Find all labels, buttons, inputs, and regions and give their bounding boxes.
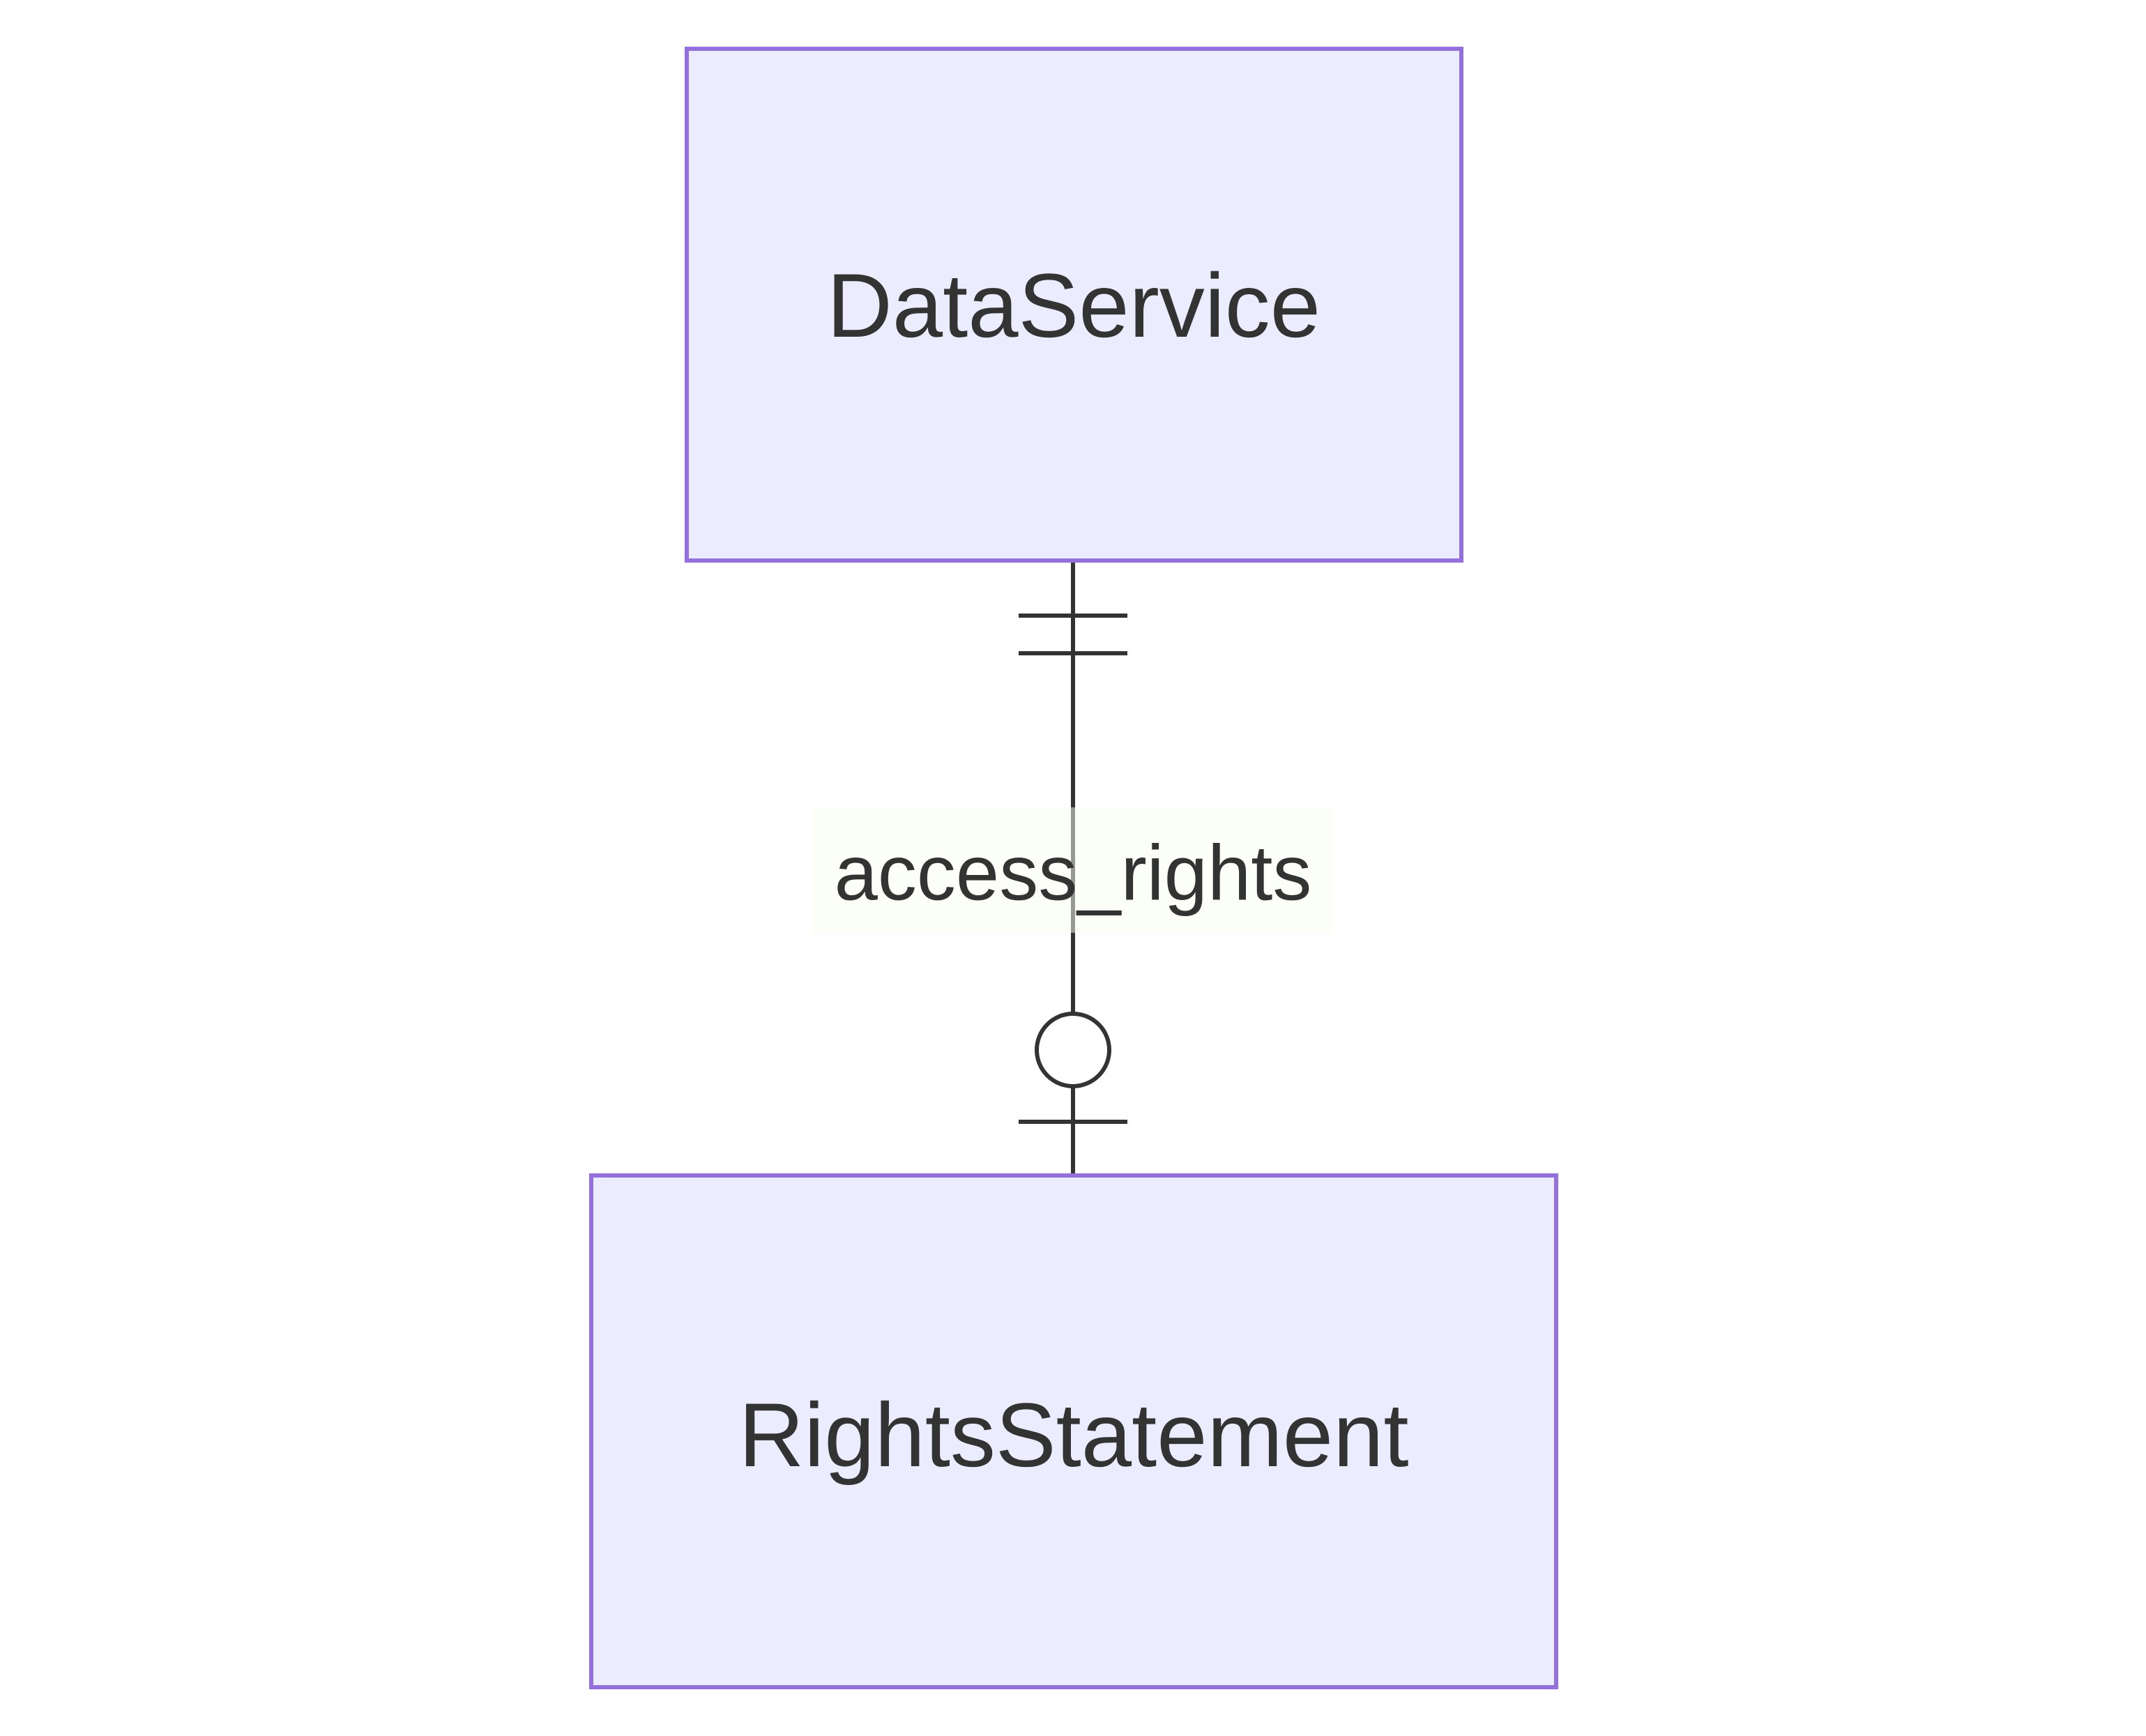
entity-dataservice[interactable]: DataService [685, 47, 1463, 563]
relationship-label: access_rights [835, 830, 1312, 917]
relationship-label-background [813, 807, 1333, 933]
relationship-access-rights: access_rights [813, 562, 1333, 1175]
entity-box [589, 1173, 1558, 1689]
entity-label: DataService [827, 254, 1321, 356]
entity-box [685, 47, 1463, 563]
cardinality-exactly-one-marker [1019, 614, 1127, 655]
zero-circle [1035, 1012, 1111, 1088]
entity-label: RightsStatement [738, 1384, 1408, 1486]
entity-rightsstatement[interactable]: RightsStatement [589, 1173, 1558, 1689]
cardinality-zero-or-one-marker [1019, 1012, 1127, 1124]
